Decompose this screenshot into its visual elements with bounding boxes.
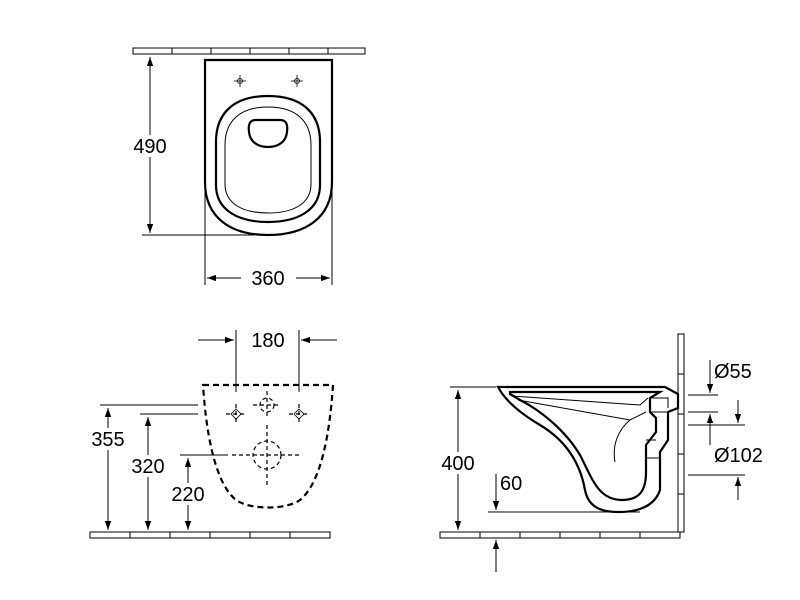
top-bowl-outline — [203, 58, 334, 237]
dim-355: 355 — [87, 404, 198, 530]
dim-400-label: 400 — [441, 453, 474, 475]
top-wall — [132, 47, 366, 55]
top-rim — [214, 94, 322, 224]
dim-60-label: 60 — [500, 473, 522, 495]
side-floor — [439, 531, 681, 539]
side-view: 400 60 Ø55 Ø102 — [437, 333, 766, 572]
rear-view: 180 355 320 220 — [87, 330, 337, 539]
rear-mount-marks — [226, 391, 309, 488]
dim-320: 320 — [127, 413, 198, 530]
side-bowl-inner — [508, 390, 664, 502]
dim-355-label: 355 — [91, 429, 124, 451]
dim-60: 60 — [488, 473, 640, 572]
dim-490-label: 490 — [133, 136, 166, 158]
rear-floor — [89, 531, 331, 539]
dim-180-label: 180 — [251, 330, 284, 352]
dim-400: 400 — [437, 386, 496, 530]
top-flush-opening — [247, 118, 289, 149]
dim-320-label: 320 — [131, 456, 164, 478]
dim-180: 180 — [198, 330, 337, 392]
top-bolt-marks — [234, 75, 303, 87]
side-wall — [677, 333, 685, 533]
dim-220-label: 220 — [171, 484, 204, 506]
dim-360: 360 — [204, 190, 333, 290]
side-bowl-outer — [496, 385, 680, 514]
dim-490: 490 — [129, 53, 255, 236]
dim-d102: Ø102 — [688, 400, 766, 500]
side-flush-inlet — [650, 397, 669, 413]
top-inner-bowl — [224, 106, 312, 214]
dim-d55: Ø55 — [688, 360, 752, 445]
rear-dashed-outline — [201, 383, 335, 509]
side-trap — [613, 419, 660, 463]
dim-360-label: 360 — [251, 268, 284, 290]
dim-220: 220 — [167, 454, 228, 530]
dim-d55-label: Ø55 — [714, 361, 752, 383]
dim-d102-label: Ø102 — [714, 445, 763, 467]
top-view: 490 360 — [129, 47, 366, 290]
